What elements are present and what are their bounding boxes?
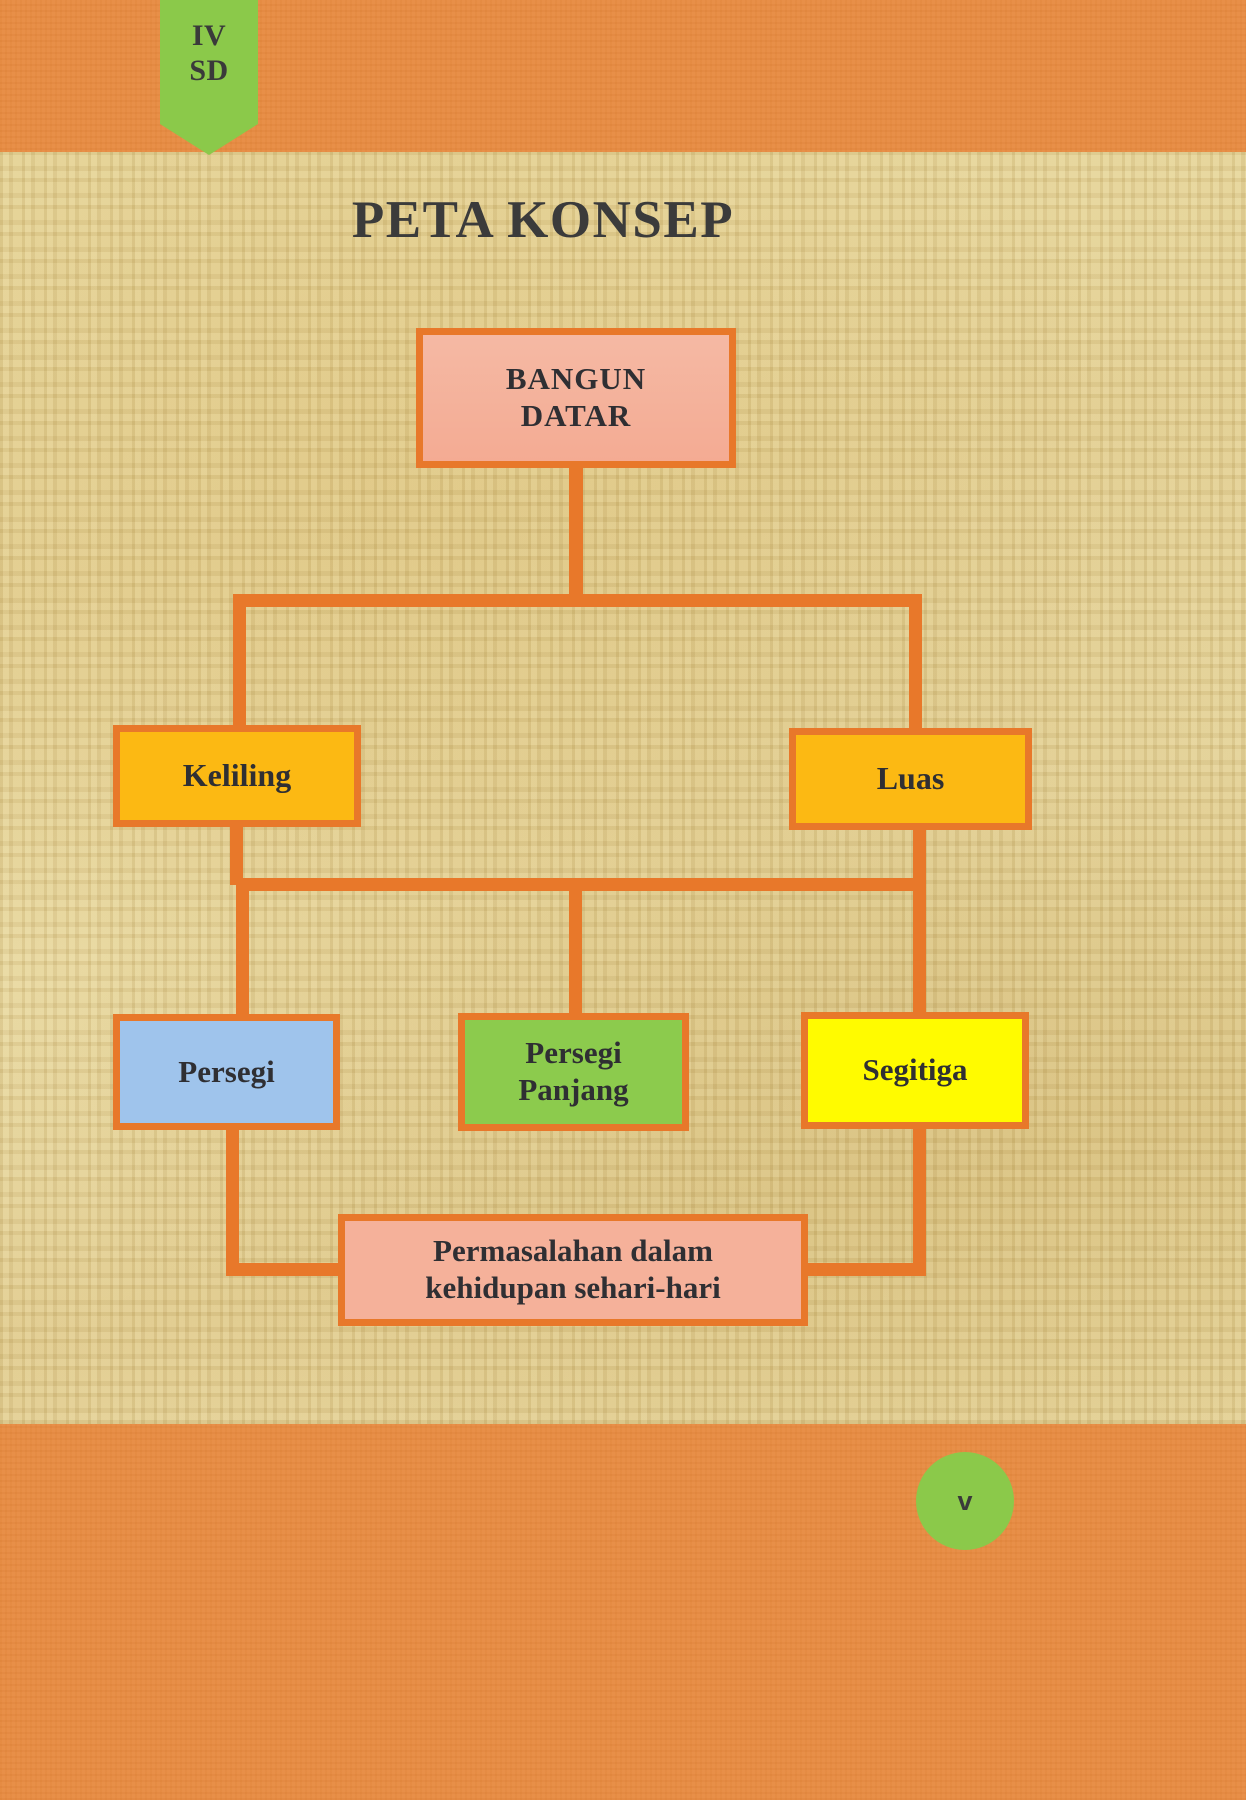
edge-persegi-to-permasalahan xyxy=(226,1263,351,1276)
page-number-badge: v xyxy=(916,1452,1014,1550)
node-permasalahan-line2: kehidupan sehari-hari xyxy=(425,1270,721,1305)
edge-segitiga-stem xyxy=(913,1126,926,1276)
edge-persegi-stem xyxy=(226,1126,239,1276)
node-bangun-datar[interactable]: BANGUN DATAR xyxy=(416,328,736,468)
node-persegi-label: Persegi xyxy=(178,1053,275,1089)
node-permasalahan-line1: Permasalahan dalam xyxy=(433,1233,713,1269)
node-segitiga-label: Segitiga xyxy=(862,1052,968,1088)
node-keliling-label: Keliling xyxy=(182,757,292,794)
edge-drop-to-persegi xyxy=(236,878,249,1020)
bookmark-grade-level: IV xyxy=(191,19,227,52)
node-persegi-panjang-line1: Persegi xyxy=(525,1035,622,1071)
edge-drop-to-segitiga xyxy=(913,878,926,1020)
node-bangun-datar-line2: DATAR xyxy=(520,398,632,433)
node-luas-label: Luas xyxy=(876,760,945,797)
grade-bookmark-tab: IV SD xyxy=(160,0,258,155)
edge-luas-stem xyxy=(913,828,926,885)
edge-drop-to-luas xyxy=(909,594,922,734)
edge-bangun-datar-stem xyxy=(569,468,583,600)
node-persegi-panjang[interactable]: Persegi Panjang xyxy=(458,1013,689,1131)
edge-segitiga-to-permasalahan xyxy=(795,1263,926,1276)
edge-drop-to-persegi-panjang xyxy=(569,878,582,1020)
page-number: v xyxy=(957,1485,973,1516)
edge-level1-distribution-bar xyxy=(233,594,922,607)
edge-keliling-stem xyxy=(230,825,243,885)
node-permasalahan[interactable]: Permasalahan dalam kehidupan sehari-hari xyxy=(338,1214,808,1326)
edge-drop-to-keliling xyxy=(233,594,246,731)
page-title: PETA KONSEP xyxy=(351,191,735,249)
node-bangun-datar-line1: BANGUN xyxy=(505,361,647,397)
node-segitiga[interactable]: Segitiga xyxy=(801,1012,1029,1129)
node-luas[interactable]: Luas xyxy=(789,728,1032,830)
bookmark-school-level: SD xyxy=(189,54,229,88)
node-persegi-panjang-line2: Panjang xyxy=(518,1072,629,1107)
node-persegi[interactable]: Persegi xyxy=(113,1014,340,1130)
node-keliling[interactable]: Keliling xyxy=(113,725,361,827)
